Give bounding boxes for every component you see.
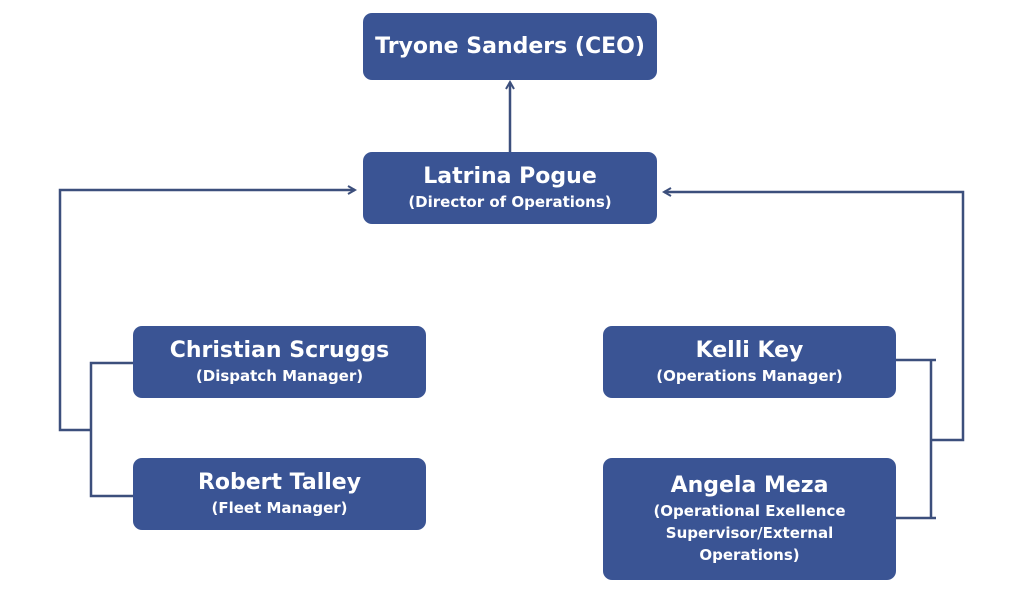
node-director: Latrina Pogue (Director of Operations) — [363, 152, 657, 224]
node-role: (Director of Operations) — [408, 193, 612, 211]
node-excellence-supervisor: Angela Meza (Operational Exellence Super… — [603, 458, 896, 580]
node-name: Angela Meza — [670, 473, 829, 498]
left-bracket — [89, 361, 133, 498]
node-ceo: Tryone Sanders (CEO) — [363, 13, 657, 80]
node-name: Kelli Key — [695, 338, 804, 363]
left-branch-connector — [58, 190, 355, 432]
node-name: Latrina Pogue — [423, 164, 597, 189]
node-dispatch-manager: Christian Scruggs (Dispatch Manager) — [133, 326, 426, 398]
node-role: (Fleet Manager) — [211, 499, 348, 517]
node-role: (Dispatch Manager) — [195, 367, 364, 385]
node-role: (Operational Exellence Supervisor/Extern… — [653, 502, 846, 564]
node-role: (Operations Manager) — [656, 367, 843, 385]
node-name: Robert Talley — [197, 470, 362, 495]
node-name: Christian Scruggs — [169, 338, 390, 363]
node-operations-manager: Kelli Key (Operations Manager) — [603, 326, 896, 398]
right-branch-connector — [664, 192, 965, 442]
node-fleet-manager: Robert Talley (Fleet Manager) — [133, 458, 426, 530]
node-name: Tryone Sanders (CEO) — [375, 33, 645, 59]
